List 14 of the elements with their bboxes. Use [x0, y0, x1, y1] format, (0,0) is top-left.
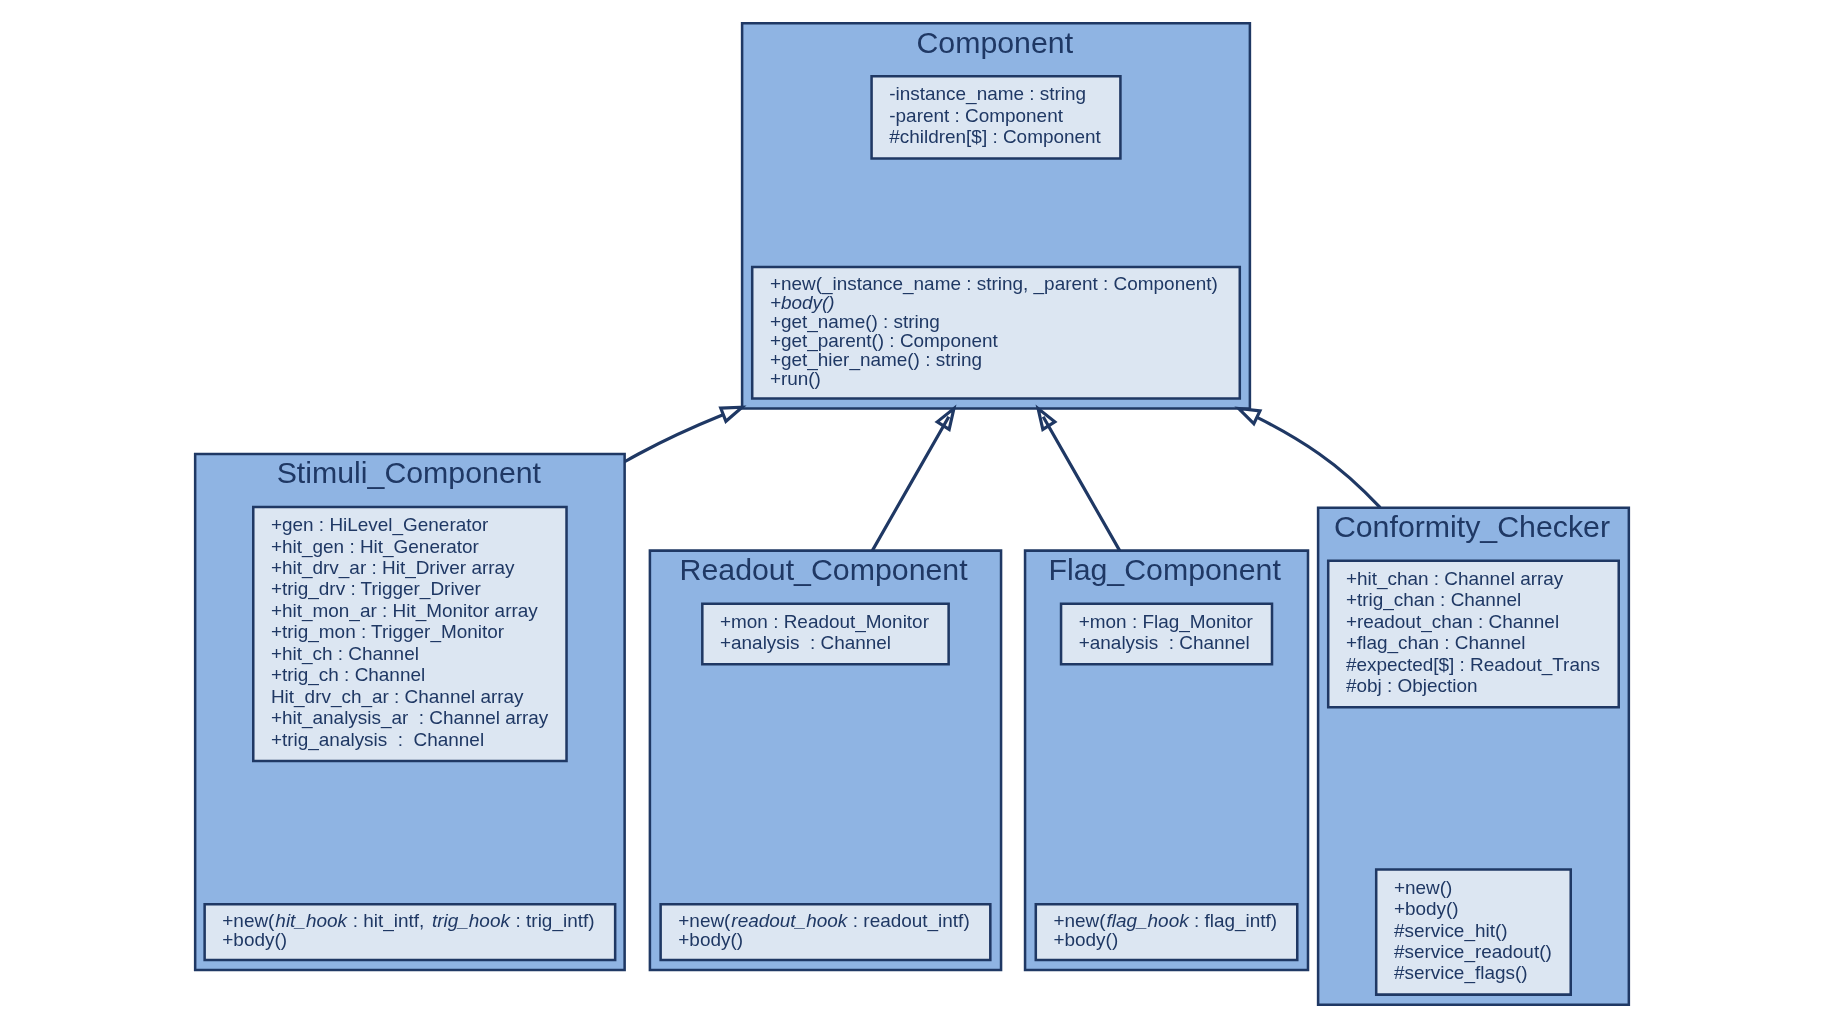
- node-box: +new(readout_hook : readout_intf) +body(): [658, 903, 992, 962]
- arrow: [1233, 406, 1381, 509]
- node-box: +mon : Flag_Monitor +analysis : Channel: [1059, 602, 1273, 666]
- node-box: +new() +body() #service_hit() #service_readout() #service_flags(): [1374, 868, 1572, 996]
- node-box: +new(flag_hook : flag_intf) +body(): [1034, 903, 1299, 962]
- node-box: +new(_instance_name : string, _parent : Component) +body() +get_name() : string +get_parent() : Component +get_hier_name() : string +run(): [750, 265, 1241, 400]
- arrow: [870, 404, 956, 552]
- node-box: +hit_chan : Channel array +trig_chan : Channel +readout_chan : Channel +flag_chan : Channel #expected[$] : Readout_Trans #obj : Objection: [1326, 559, 1620, 709]
- arrow: [1035, 404, 1121, 552]
- node-box: +gen : HiLevel_Generator +hit_gen : Hit_Generator +hit_drv_ar : Hit_Driver array +trig_drv : Trigger_Driver +hit_mon_ar : Hit_Monitor array +trig_mon : Trigger_Monitor +hit_ch : Channel +trig_ch : Channel Hit_drv_ch_ar : Channel array +hit_analysis_ar : Channel array +trig_analysis : Channel: [251, 505, 568, 763]
- arrow: [623, 405, 747, 464]
- node-box: +mon : Readout_Monitor +analysis : Channel: [700, 602, 950, 666]
- node-box: -instance_name : string -parent : Component #children[$] : Component: [869, 75, 1122, 160]
- node-box: +new(hit_hook : hit_intf, trig_hook : trig_intf) +body(): [202, 903, 616, 962]
